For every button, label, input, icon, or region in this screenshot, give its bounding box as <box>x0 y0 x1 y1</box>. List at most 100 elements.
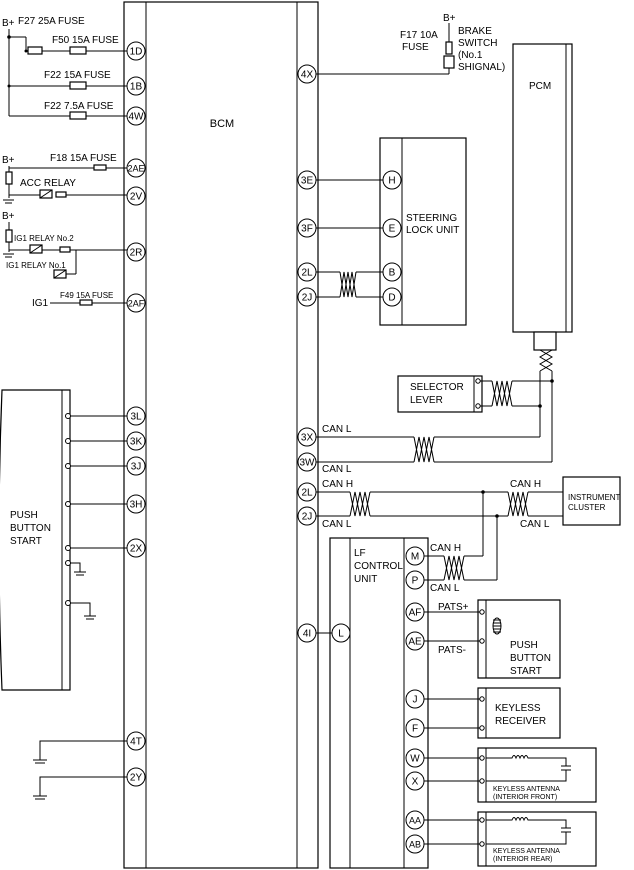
fuse-f17-label-1: F17 10A <box>400 30 438 41</box>
ig1-relay-2-label: IG1 RELAY No.2 <box>14 234 74 243</box>
svg-text:2Y: 2Y <box>130 773 143 784</box>
svg-text:H: H <box>388 176 395 187</box>
svg-text:J: J <box>413 695 418 706</box>
b-plus-label-4: B+ <box>443 13 456 24</box>
fuse-f22a-icon <box>69 81 87 90</box>
bcm-pin-2l-b: 2L <box>297 482 317 502</box>
fuse-f49-label: F49 15A FUSE <box>60 291 113 300</box>
bcm-pin-2ae: 2AE <box>126 158 146 178</box>
keyless-receiver-label-1: KEYLESS <box>495 703 541 714</box>
svg-text:3L: 3L <box>130 412 142 423</box>
svg-text:M: M <box>411 552 419 563</box>
keyless-receiver-label-2: RECEIVER <box>495 716 546 727</box>
bcm-pin-3l: 3L <box>126 406 146 426</box>
svg-text:3H: 3H <box>130 500 143 511</box>
svg-text:2AE: 2AE <box>127 164 144 174</box>
steering-pin-b: B <box>382 262 402 282</box>
svg-text:4T: 4T <box>130 737 142 748</box>
svg-text:2R: 2R <box>130 248 143 259</box>
svg-text:3J: 3J <box>131 462 142 473</box>
antenna-front-label-2: (INTERIOR FRONT) <box>493 794 557 801</box>
fuse-f17-label-2: FUSE <box>402 42 429 53</box>
keyless-antenna-front: KEYLESS ANTENNA (INTERIOR FRONT) <box>424 747 597 803</box>
bcm-pin-2l-a: 2L <box>297 262 317 282</box>
fuse-f50-label: F50 15A FUSE <box>52 35 119 46</box>
pats-plus-label: PATS+ <box>438 602 469 613</box>
lf-pin-x: X <box>405 771 425 791</box>
push-button-start-right-line-3: START <box>510 666 542 677</box>
selector-lever-label-1: SELECTOR <box>410 382 464 393</box>
pcm-module: PCM <box>512 43 573 405</box>
bcm-pin-2r: 2R <box>126 242 146 262</box>
can-l-label-4: CAN L <box>520 519 550 530</box>
b-plus-label-1: B+ <box>2 18 15 29</box>
lf-pin-p: P <box>405 570 425 590</box>
lf-control-label-3: UNIT <box>354 574 377 585</box>
bcm-pin-4w: 4W <box>126 106 146 126</box>
fuse-f49-icon <box>79 299 93 306</box>
lf-control-label-2: CONTROL <box>354 561 403 572</box>
svg-text:AA: AA <box>409 816 421 826</box>
instrument-cluster-label-2: CLUSTER <box>568 503 606 512</box>
bcm-pin-3x: 3X <box>297 427 317 447</box>
brake-switch-label-3: (No.1 <box>458 50 483 61</box>
bcm-pin-4i: 4I <box>297 623 317 643</box>
pcm-label: PCM <box>529 81 551 92</box>
bcm-pin-3e: 3E <box>297 170 317 190</box>
lf-pin-w: W <box>405 748 425 768</box>
fuse-f18-label: F18 15A FUSE <box>50 153 117 164</box>
bcm-pin-2v: 2V <box>126 186 146 206</box>
fuse-f17-icon <box>445 41 453 55</box>
bcm-right-pins: 4X 3E 3F 2L 2J 3X 3W 2L 2J 4I <box>297 64 317 643</box>
can-l-label-3: CAN L <box>322 519 352 530</box>
fuse-f22b-icon <box>69 111 87 120</box>
lf-pin-af: AF <box>405 602 425 622</box>
lf-pin-j: J <box>405 689 425 709</box>
fuse-f22b-label: F22 7.5A FUSE <box>44 101 114 112</box>
svg-text:2J: 2J <box>302 512 313 523</box>
steering-pin-e: E <box>382 218 402 238</box>
can-h-label-3: CAN H <box>430 543 461 554</box>
svg-text:L: L <box>338 629 344 640</box>
selector-lever: SELECTOR LEVER <box>397 375 554 413</box>
push-button-start-left: PUSH BUTTON START <box>0 389 127 691</box>
can-h-label-1: CAN H <box>322 479 353 490</box>
can-l-label-1: CAN L <box>322 424 352 435</box>
b-plus-label-3: B+ <box>2 211 15 222</box>
svg-text:X: X <box>412 777 419 788</box>
svg-text:4W: 4W <box>129 112 145 123</box>
lf-pin-f: F <box>405 718 425 738</box>
can-l-label-5: CAN L <box>430 583 460 594</box>
bcm-grounds <box>33 740 127 800</box>
instrument-cluster: INSTRUMENT CLUSTER CAN H CAN L CAN H CAN… <box>316 476 621 580</box>
lf-pin-ab: AB <box>405 834 425 854</box>
svg-text:AF: AF <box>409 608 422 619</box>
bcm-pin-3h: 3H <box>126 494 146 514</box>
steering-lock-label-2: LOCK UNIT <box>406 225 459 236</box>
lf-pin-aa: AA <box>405 810 425 830</box>
bcm-pin-3w: 3W <box>297 452 317 472</box>
brake-switch-icon <box>443 55 455 69</box>
can-h-label-2: CAN H <box>510 479 541 490</box>
bcm-pin-2j-b: 2J <box>297 506 317 526</box>
svg-text:2AF: 2AF <box>128 299 145 309</box>
bcm-pin-3j: 3J <box>126 456 146 476</box>
svg-text:1D: 1D <box>130 47 143 58</box>
antenna-rear-label-1: KEYLESS ANTENNA <box>493 848 560 855</box>
fuse-f27-label: F27 25A FUSE <box>18 16 85 27</box>
svg-text:E: E <box>389 224 396 235</box>
svg-text:3E: 3E <box>301 176 314 187</box>
lf-pin-m: M <box>405 546 425 566</box>
push-button-start-right-line-2: BUTTON <box>510 653 551 664</box>
svg-text:AE: AE <box>408 637 422 648</box>
bcm-pin-1d: 1D <box>126 41 146 61</box>
svg-text:P: P <box>412 576 419 587</box>
bcm-module: BCM <box>123 1 319 869</box>
push-button-start-right-line-1: PUSH <box>510 640 538 651</box>
svg-text:3K: 3K <box>130 437 143 448</box>
fuse-f27-icon <box>27 46 43 55</box>
keyless-receiver: KEYLESS RECEIVER <box>424 687 561 739</box>
steering-lock-label-1: STEERING <box>406 213 457 224</box>
svg-text:D: D <box>388 293 395 304</box>
steering-lock-unit: STEERING LOCK UNIT H E B D <box>316 137 467 326</box>
